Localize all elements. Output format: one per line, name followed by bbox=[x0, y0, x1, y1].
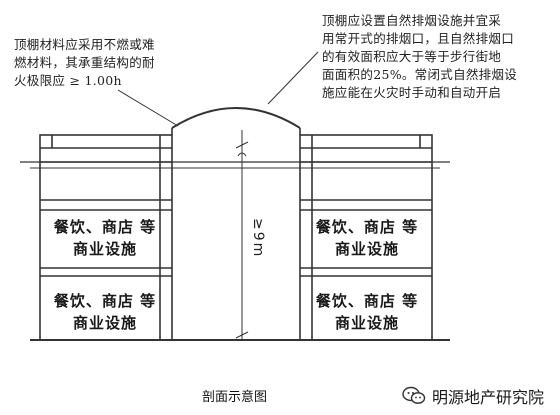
left-upper-room-label: 餐饮、商店 等商业设施 bbox=[53, 218, 157, 258]
watermark: 明源地产研究院 bbox=[402, 384, 544, 408]
ceiling-material-note: 顶棚材料应采用不燃或难 燃材料，其承重结构的耐 火极限应 ≥ 1.00h bbox=[14, 37, 155, 88]
right-lower-room-label: 餐饮、商店 等商业设施 bbox=[315, 292, 419, 332]
right-upper-room-label: 餐饮、商店 等商业设施 bbox=[315, 218, 419, 258]
right-leader-line bbox=[267, 51, 319, 105]
wechat-icon bbox=[402, 386, 426, 404]
height-dimension-label: ≥9m bbox=[250, 218, 266, 259]
left-leader-line bbox=[117, 89, 179, 127]
smoke-exhaust-note: 顶棚应设置自然排烟设施并宜采 用常开式的排烟口，且自然排烟口 的有效面积应大于等… bbox=[322, 13, 518, 100]
diagram-caption: 剖面示意图 bbox=[202, 390, 268, 405]
watermark-text: 明源地产研究院 bbox=[432, 388, 545, 407]
roof-arch bbox=[171, 107, 301, 129]
left-lower-room-label: 餐饮、商店 等商业设施 bbox=[53, 292, 157, 332]
